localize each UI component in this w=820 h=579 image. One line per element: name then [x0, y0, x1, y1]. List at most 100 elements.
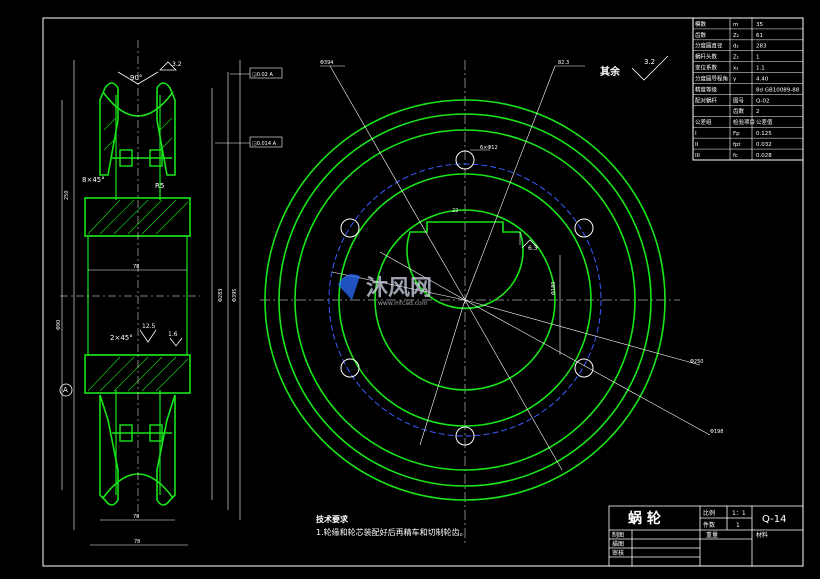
rough-face-val: 1.6 [168, 331, 178, 338]
param-val-cell: 公差值 [756, 118, 773, 126]
circle-hub [374, 209, 556, 391]
dim-lines [61, 60, 250, 546]
param-sym-cell: fpt [733, 142, 741, 148]
circle-bolt [328, 163, 602, 437]
param-sym-cell: Z₂ [733, 33, 739, 39]
weight-label: 重量 [706, 531, 718, 539]
bore [87, 235, 188, 356]
param-val-cell: 61 [756, 33, 763, 39]
qty-value: 1 [736, 522, 740, 529]
param-val-cell: 0.028 [756, 153, 772, 159]
param-sym-cell: d₂ [733, 44, 739, 50]
design-label: 描图 [612, 540, 624, 548]
watermark-brand: 沐风网 [366, 276, 432, 301]
param-sym-cell: Z₁ [733, 55, 739, 61]
tol-frame-2 [249, 136, 283, 148]
dim-boss: Φ180 [551, 282, 557, 295]
leader-lines [320, 65, 711, 471]
param-name-cell: 模数 [695, 20, 707, 28]
section-view [59, 40, 283, 546]
material-label: 材料 [756, 531, 768, 539]
web-lines-top [115, 95, 161, 200]
param-val-cell: Q-02 [756, 98, 769, 104]
roughness-top-symbol [159, 61, 177, 71]
param-name-cell: 精度等级 [695, 85, 718, 93]
dim-chamfer2: 2×45° [110, 334, 133, 342]
param-name-cell: 分度圆直径 [695, 42, 723, 50]
bolt-bottom [112, 424, 172, 442]
param-sym-cell: 图号 [733, 96, 745, 104]
param-val-cell: 2 [756, 109, 760, 115]
circle-root [294, 129, 636, 471]
notes-heading: 技术要求 [316, 514, 349, 524]
rim-right-bottom [156, 394, 176, 506]
rough-rest-val: 3.2 [644, 58, 655, 66]
param-val-cell: 4.40 [756, 76, 769, 82]
roughness-keyway-symbol [521, 239, 539, 249]
param-val-cell: 0.125 [756, 131, 772, 137]
datum-circle [59, 383, 73, 397]
dim-outer: Φ395 [232, 289, 238, 302]
param-val-cell: 283 [756, 44, 767, 50]
param-sym-cell: fc [733, 153, 738, 159]
front-view [260, 60, 711, 545]
hub-bottom [84, 354, 191, 394]
hole-1 [455, 150, 475, 170]
dim-pitch: Φ283 [218, 289, 224, 302]
bolt-top [112, 149, 172, 167]
param-name-cell: 变位系数 [695, 64, 718, 72]
rim-left-bottom [99, 394, 119, 506]
scale-label: 比例 [703, 509, 715, 517]
drawing-no: Q-14 [762, 514, 786, 525]
check-label: 审核 [612, 549, 624, 557]
dim-hub: Φ90 [56, 320, 62, 330]
dim-width-bottom: 78 [134, 539, 140, 545]
param-sym-cell: 齿数 [733, 107, 745, 115]
circle-flange [338, 173, 592, 427]
param-sym-cell: γ [733, 76, 737, 82]
param-name-cell: III [695, 153, 700, 159]
dim-left: 250 [64, 190, 70, 200]
dim-key-width: 22 [452, 208, 458, 214]
param-val-cell: 0.032 [756, 142, 772, 148]
dim-outer-ring: Φ394 [320, 60, 333, 66]
param-sym-cell: 检验项目 [733, 118, 755, 126]
hole-2 [574, 218, 594, 238]
drawn-label: 制图 [612, 531, 624, 539]
watermark-url: www.mfcad.com [378, 300, 428, 307]
roughness-face-symbol [169, 337, 183, 347]
dim-keyway: 82.3 [558, 60, 569, 66]
param-name-cell: 分度圆导程角 [695, 74, 728, 82]
param-name-cell: 公差组 [695, 118, 712, 126]
param-name-cell: II [695, 142, 699, 148]
tol-2: ◲0.014 A [252, 141, 277, 147]
param-table [692, 17, 804, 161]
angle-mark [117, 71, 159, 85]
datum-label: A [63, 386, 68, 394]
roughness-bore-symbol [139, 329, 157, 343]
circle-outer [264, 99, 666, 501]
dim-radius: R5 [155, 182, 164, 190]
rough-rest-label: 其余 [600, 65, 621, 78]
watermark-logo-icon [338, 274, 360, 300]
dim-width-top: 78 [133, 514, 139, 520]
param-val-cell: 8d GB10089-88 [756, 87, 800, 93]
web-lines-bottom [115, 390, 161, 495]
rim-right-top [156, 82, 176, 176]
rough-top-val: 3.2 [172, 61, 182, 68]
tol-frame-1 [249, 67, 283, 79]
param-sym-cell: Fp [733, 131, 740, 137]
param-val-cell: 35 [756, 22, 763, 28]
rough-keyway-val: 6.3 [528, 245, 538, 252]
param-val-cell: 1.1 [756, 66, 765, 72]
part-name: 蜗 轮 [628, 510, 661, 527]
dim-bolt-circle: Φ250 [690, 359, 703, 365]
dim-angle: 90° [130, 74, 142, 82]
qty-label: 件数 [703, 521, 715, 529]
hole-6 [340, 218, 360, 238]
watermark: 沐风网 www.mfcad.com [338, 274, 432, 307]
hub-top [84, 197, 191, 237]
param-sym-cell: x₂ [733, 66, 738, 72]
param-name-cell: 齿数 [695, 31, 707, 39]
